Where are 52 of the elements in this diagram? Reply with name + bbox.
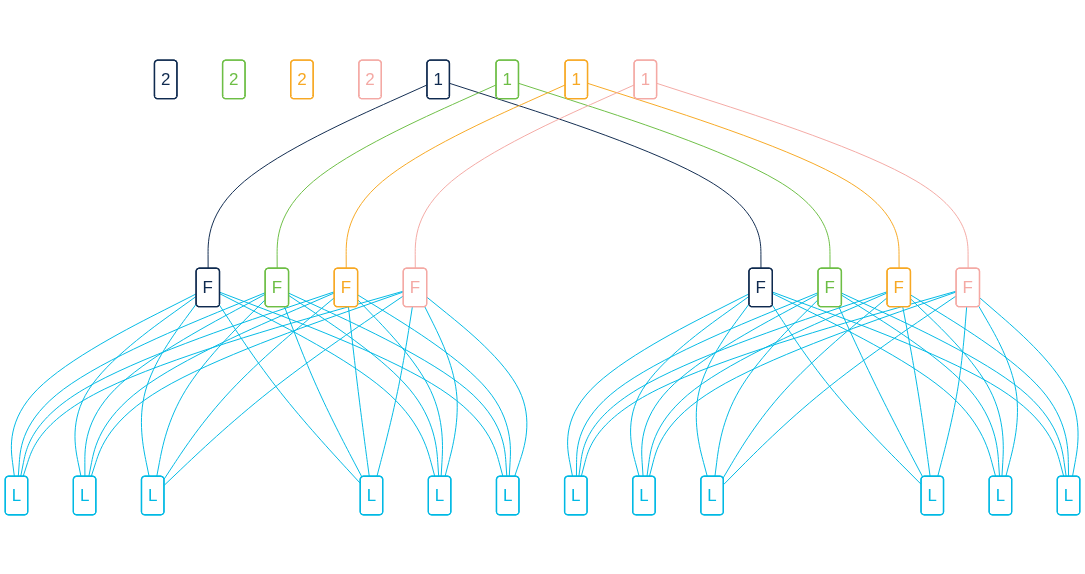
connector xyxy=(88,291,335,477)
connector xyxy=(575,291,819,477)
connector xyxy=(449,82,762,269)
connector xyxy=(978,305,1018,477)
connector xyxy=(771,304,922,485)
connector xyxy=(656,82,969,269)
connector xyxy=(141,302,197,477)
connector xyxy=(910,294,1070,477)
connector xyxy=(219,292,436,477)
connector xyxy=(20,290,335,477)
connector xyxy=(723,294,957,485)
connector xyxy=(357,294,511,477)
connector xyxy=(74,295,197,477)
connector xyxy=(288,294,440,477)
connector xyxy=(841,292,1067,477)
connector xyxy=(841,294,1000,477)
connector xyxy=(219,291,504,477)
connector xyxy=(518,82,831,269)
connector xyxy=(641,293,819,477)
connector xyxy=(219,304,362,484)
connector xyxy=(156,298,266,477)
connector xyxy=(587,82,900,269)
connector xyxy=(772,291,1065,477)
connector xyxy=(163,296,335,480)
connector xyxy=(646,291,888,477)
connector xyxy=(714,298,819,477)
connector xyxy=(722,296,888,479)
connector xyxy=(648,290,957,477)
connector xyxy=(578,290,888,477)
connector xyxy=(979,296,1079,477)
connector xyxy=(288,292,508,477)
connector xyxy=(910,298,1004,477)
connector xyxy=(630,295,750,477)
connector xyxy=(838,306,924,478)
connector xyxy=(426,296,528,477)
connector xyxy=(276,83,497,269)
connector xyxy=(580,290,957,477)
connector xyxy=(376,306,413,477)
connector xyxy=(567,292,750,477)
connector xyxy=(902,306,931,477)
connector xyxy=(424,305,458,477)
connector xyxy=(345,83,566,269)
connector xyxy=(17,291,266,477)
connector xyxy=(284,306,363,478)
connector xyxy=(414,83,635,269)
connector xyxy=(937,306,968,477)
connector xyxy=(695,302,750,477)
connector xyxy=(347,306,370,477)
connector xyxy=(357,299,443,477)
connector xyxy=(772,292,997,477)
connector xyxy=(10,292,197,477)
connector xyxy=(84,293,266,477)
